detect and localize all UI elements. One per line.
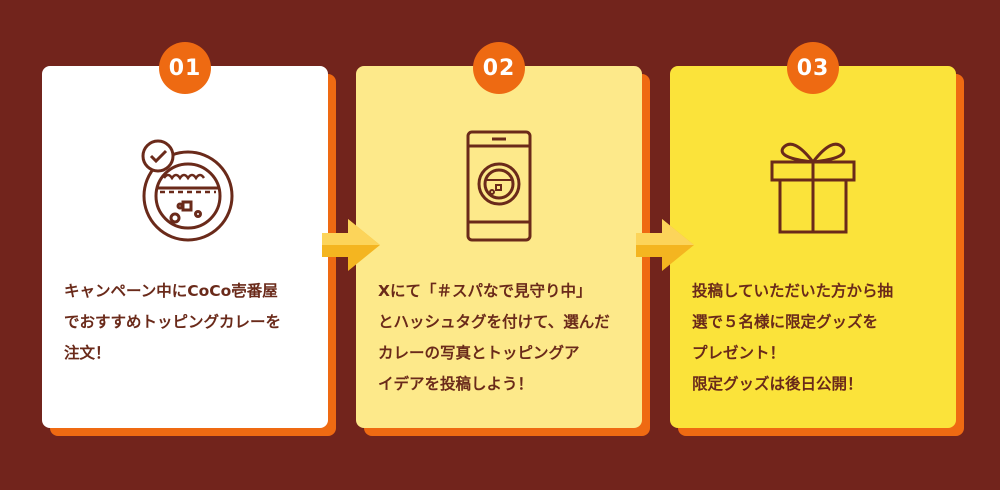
step-card-3: 03 投稿していただいた方から抽 選で５名様に限定グッズを プレゼント！ 限定グ… — [670, 42, 964, 436]
step-number-badge: 03 — [787, 42, 839, 94]
step-number-badge: 01 — [159, 42, 211, 94]
step-description: キャンペーン中にCoCo壱番屋 でおすすめトッピングカレーを 注文！ — [64, 282, 282, 362]
step-number-badge: 02 — [473, 42, 525, 94]
card-body: 02 Xにて「＃スパなで見守り中」 とハッシュタグを付けて、選んだ カレーの写真… — [356, 42, 642, 428]
card-body: 01 キャンペーン中にCoCo壱番屋 でおすすめトッピングカレーを 注文！ — [42, 42, 328, 428]
step-card-2: 02 Xにて「＃スパなで見守り中」 とハッシュタグを付けて、選んだ カレーの写真… — [356, 42, 650, 436]
card-body: 03 投稿していただいた方から抽 選で５名様に限定グッズを プレゼント！ 限定グ… — [670, 42, 956, 428]
step-description: 投稿していただいた方から抽 選で５名様に限定グッズを プレゼント！ 限定グッズは… — [692, 282, 894, 393]
gift-box-icon — [758, 126, 868, 246]
smartphone-curry-icon — [444, 126, 554, 246]
arrow-right-icon — [322, 215, 382, 275]
step-card-1: 01 キャンペーン中にCoCo壱番屋 でおすすめトッピングカレーを 注文！ — [42, 42, 336, 436]
curry-plate-check-icon — [130, 126, 240, 246]
step-description: Xにて「＃スパなで見守り中」 とハッシュタグを付けて、選んだ カレーの写真とトッ… — [378, 282, 610, 393]
arrow-right-icon — [636, 215, 696, 275]
